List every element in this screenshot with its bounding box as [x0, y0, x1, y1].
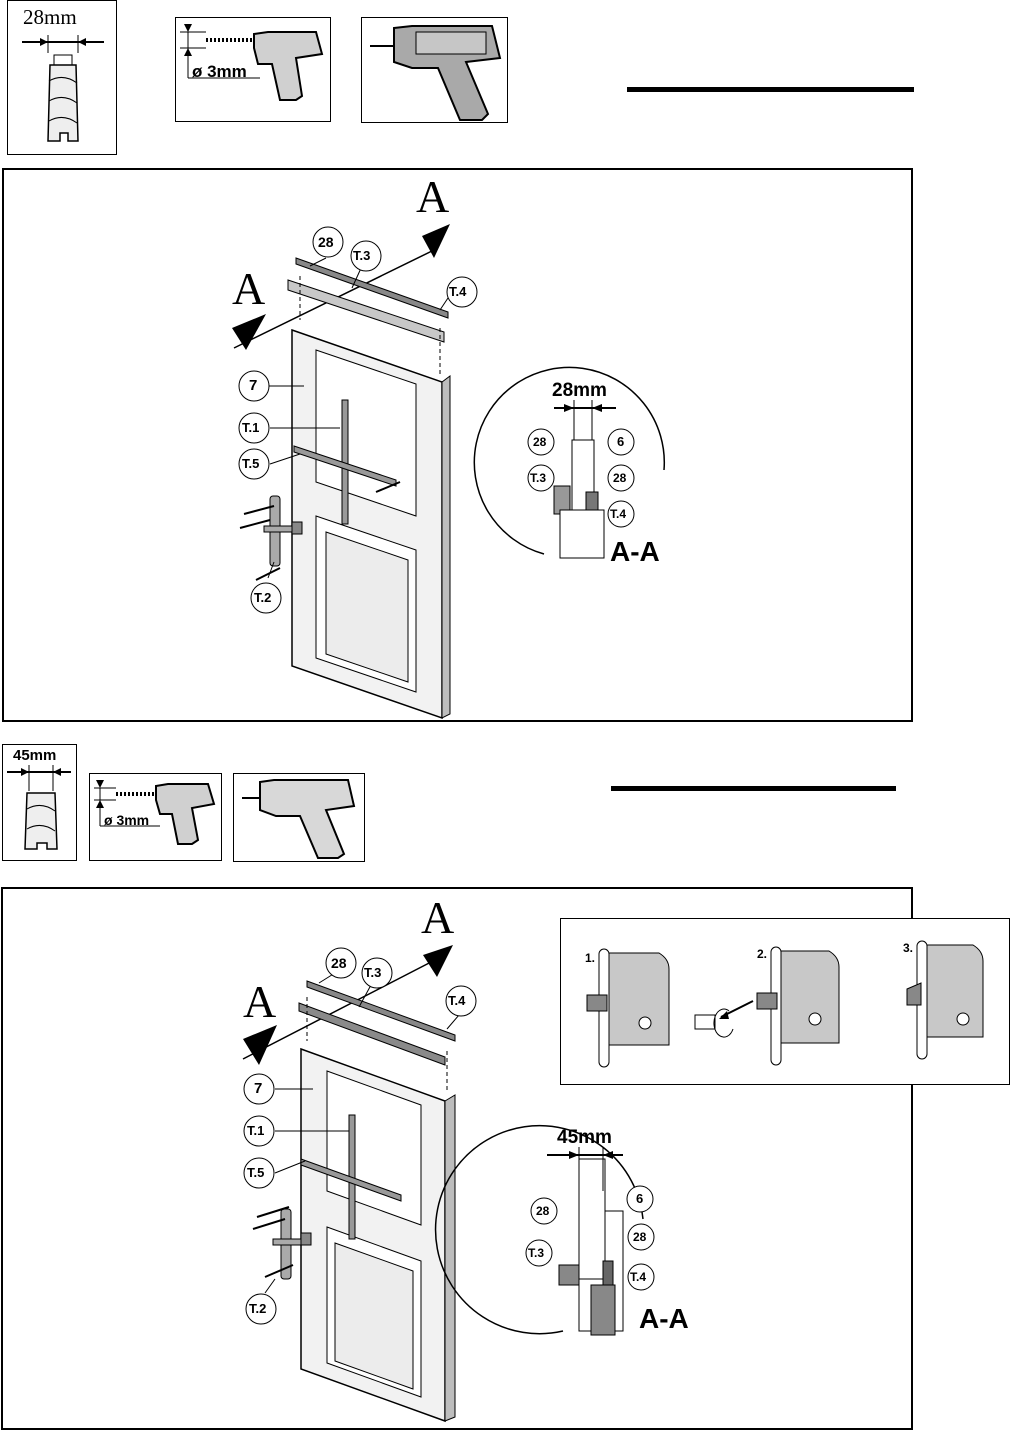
drill-bit-size-label-2: ø 3mm — [104, 812, 150, 828]
section-marker-left-2: A — [243, 976, 277, 1027]
dowel-icon-2 — [7, 765, 71, 850]
lock-step-3-label: 3. — [903, 941, 914, 955]
lock-latch-reversal-drawing — [586, 940, 984, 1068]
detail-dimension-label: 28mm — [552, 380, 607, 401]
drill-with-bit-icon — [180, 24, 324, 101]
callout-door-leaf-2: 7 — [254, 1080, 263, 1097]
section-marker-right-2: A — [421, 892, 455, 943]
power-drill-icon-2 — [242, 779, 356, 859]
detail-callout-28-left-2: 28 — [536, 1204, 550, 1218]
pilot-drill-box-1: ø 3mm — [175, 17, 331, 122]
callout-t2-2: T.2 — [249, 1301, 267, 1316]
callout-t3-2: T.3 — [364, 965, 382, 980]
callout-t2: T.2 — [254, 590, 272, 605]
callout-t1: T.1 — [242, 420, 260, 435]
callout-t4-2: T.4 — [448, 993, 466, 1008]
section-rule-2 — [611, 786, 896, 791]
detail-callout-t3-2: T.3 — [528, 1246, 545, 1260]
callout-28: 28 — [318, 234, 334, 250]
pilot-drill-box-2: ø 3mm — [89, 773, 222, 861]
section-marker-right: A — [416, 171, 450, 222]
callout-t5: T.5 — [242, 456, 260, 471]
detail-callout-t3: T.3 — [530, 471, 547, 485]
detail-section-label-2: A-A — [639, 1303, 689, 1334]
assembly-diagram-1: A A 28 T.3 T.4 7 T.1 T.5 T.2 28mm 28 6 T… — [2, 168, 913, 722]
lock-step-2-label: 2. — [757, 947, 768, 961]
callout-t5-2: T.5 — [247, 1165, 265, 1180]
dowel-dimension-label: 28mm — [23, 5, 77, 29]
callout-t1-2: T.1 — [247, 1123, 265, 1138]
detail-callout-t4-2: T.4 — [630, 1270, 647, 1284]
lock-steps-panel: 1. 2. 3. — [560, 918, 1010, 1085]
section-rule-1 — [627, 87, 914, 92]
detail-callout-28-right-2: 28 — [633, 1230, 647, 1244]
door-assembly-drawing — [232, 224, 666, 720]
dowel-icon — [22, 35, 104, 142]
section-marker-left: A — [232, 263, 266, 314]
lock-step-1-label: 1. — [585, 951, 596, 965]
callout-t4: T.4 — [449, 284, 467, 299]
detail-callout-6-2: 6 — [636, 1191, 644, 1206]
callout-28-2: 28 — [331, 955, 347, 971]
callout-t3: T.3 — [353, 248, 371, 263]
door-assembly-drawing-2 — [242, 945, 655, 1423]
drill-bit-size-label: ø 3mm — [192, 62, 247, 81]
power-drill-icon — [370, 25, 502, 121]
detail-callout-6: 6 — [617, 434, 625, 449]
drill-with-bit-icon-2 — [94, 780, 216, 845]
detail-section-label: A-A — [610, 536, 660, 567]
detail-dimension-label-2: 45mm — [557, 1127, 612, 1148]
dowel-tool-box-1: 28mm — [7, 0, 117, 155]
detail-callout-28-right: 28 — [613, 471, 627, 485]
callout-door-leaf: 7 — [249, 377, 258, 394]
dowel-dimension-label-2: 45mm — [13, 747, 57, 764]
detail-callout-t4: T.4 — [610, 507, 627, 521]
detail-callout-28-left: 28 — [533, 435, 547, 449]
dowel-tool-box-2: 45mm — [2, 744, 77, 861]
screwdriver-box-1 — [361, 17, 508, 123]
screwdriver-box-2 — [233, 773, 365, 862]
